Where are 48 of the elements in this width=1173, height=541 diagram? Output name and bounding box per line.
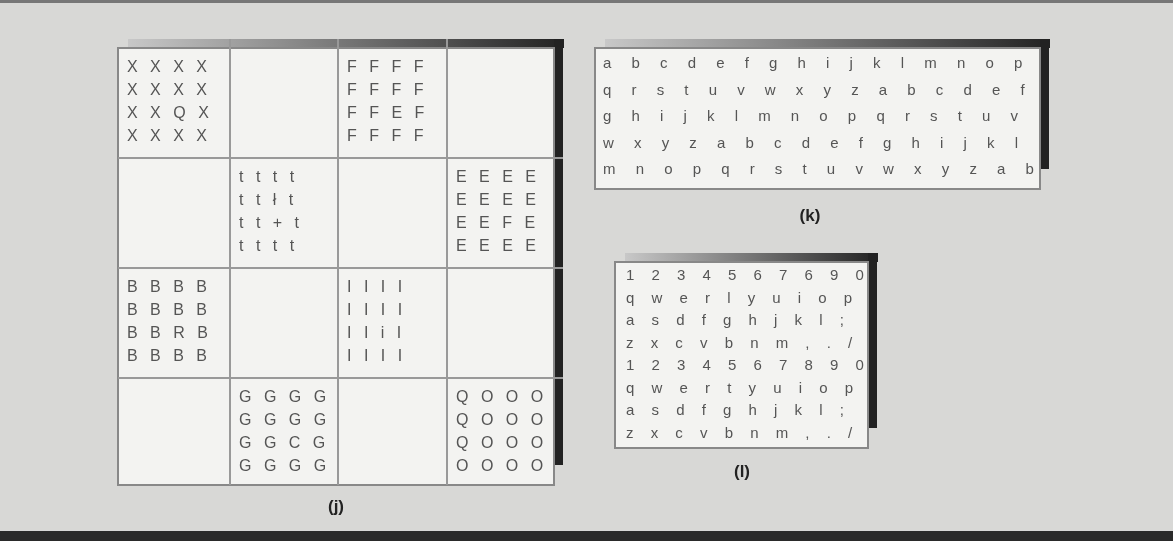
character-row: Q O O O xyxy=(456,388,544,406)
character-row: F F F F xyxy=(347,127,424,145)
character-row: I I I I xyxy=(347,301,403,319)
character-row: X X X X xyxy=(127,127,208,145)
character-row: X X X X xyxy=(127,81,208,99)
character-row: B B B B xyxy=(127,278,208,296)
character-row: q w e r l y u i o p xyxy=(626,288,853,307)
character-row: I I i I xyxy=(347,324,402,342)
character-row: G G G G xyxy=(239,457,327,475)
character-row: q w e r t y u i o p xyxy=(626,378,854,397)
character-row: X X Q X xyxy=(127,104,209,122)
character-row: F F E F xyxy=(347,104,425,122)
character-row: E E E E xyxy=(456,191,537,209)
character-row: t t ł t xyxy=(239,191,294,209)
character-row: I I I I xyxy=(347,278,403,296)
character-row: g h i j k l m n o p q r s t u v xyxy=(603,107,1019,125)
character-row: E E F E xyxy=(456,214,536,232)
character-row: m n o p q r s t u v w x y z a b xyxy=(603,160,1034,178)
character-row: w x y z a b c d e f g h i j k l xyxy=(603,133,1019,152)
character-row: 1 2 3 4 5 6 7 8 9 0 xyxy=(626,356,864,374)
character-row: B B B B xyxy=(127,347,208,365)
character-row: z x c v b n m , . / xyxy=(626,333,853,352)
character-row: z x c v b n m , . / xyxy=(626,423,853,442)
panel-caption: (k) xyxy=(799,206,821,226)
character-row: t t t t xyxy=(239,168,295,186)
character-row: 1 2 3 4 5 6 7 6 9 0 xyxy=(626,266,864,284)
character-row: a s d f g h j k l ; xyxy=(626,401,844,419)
character-row: G G G G xyxy=(239,388,327,406)
character-row: a s d f g h j k l ; xyxy=(626,311,844,329)
character-row: B B R B xyxy=(127,324,208,342)
character-row: E E E E xyxy=(456,168,537,186)
character-row: F F F F xyxy=(347,58,424,76)
character-row: t t + t xyxy=(239,214,299,232)
character-row: Q O O O xyxy=(456,434,544,452)
character-row: I I I I xyxy=(347,347,403,365)
panel-caption: (l) xyxy=(734,462,750,482)
character-row: E E E E xyxy=(456,237,537,255)
panel-caption: (j) xyxy=(328,497,344,517)
character-row: G G G G xyxy=(239,411,327,429)
character-row: q r s t u v w x y z a b c d e f xyxy=(603,80,1025,99)
character-row: X X X X xyxy=(127,58,208,76)
character-row: Q O O O xyxy=(456,411,544,429)
character-row: a b c d e f g h i j k l m n o p xyxy=(603,54,1023,72)
character-row: t t t t xyxy=(239,237,295,255)
character-row: O O O O xyxy=(456,457,544,475)
character-row: F F F F xyxy=(347,81,424,99)
character-row: G G C G xyxy=(239,434,326,452)
character-row: B B B B xyxy=(127,301,208,319)
